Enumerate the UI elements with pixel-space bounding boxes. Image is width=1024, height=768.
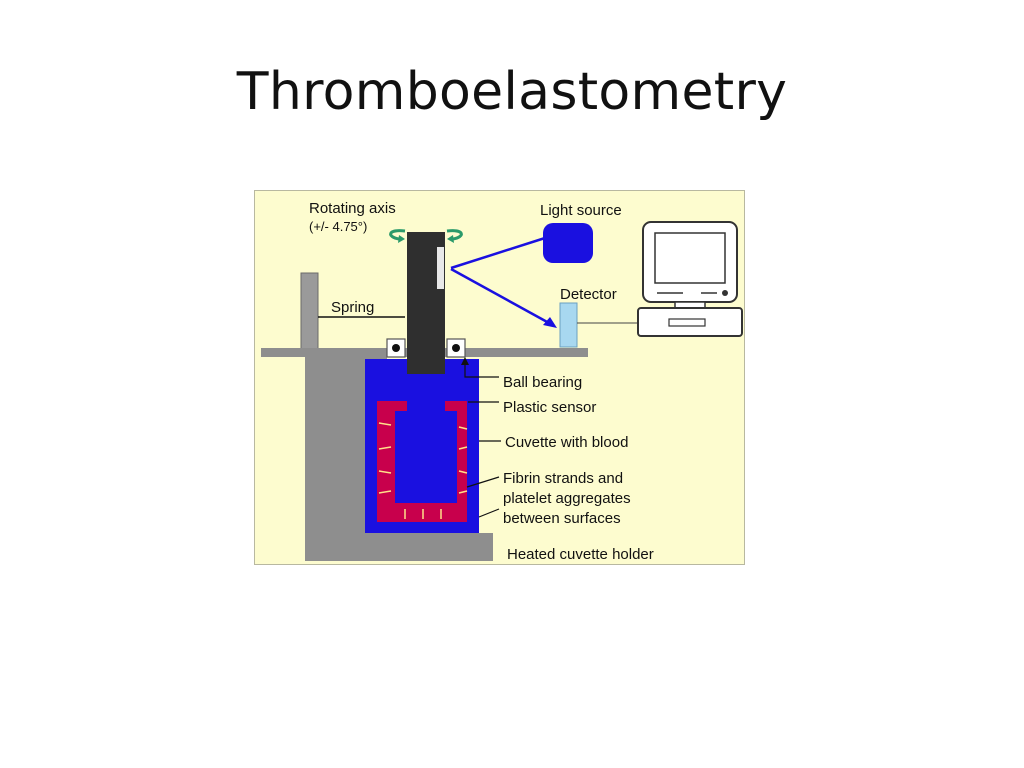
label-plastic-sensor: Plastic sensor [503,399,596,416]
detector [559,302,578,348]
label-spring: Spring [331,299,374,316]
ball-bearing-right [446,338,466,358]
thromboelastometry-diagram: Rotating axis (+/- 4.75°) Light source D… [254,190,745,565]
light-source [543,223,593,263]
rotation-arrow-left-head-icon [398,235,405,243]
ball-bearing-left [386,338,406,358]
computer-icon [637,221,743,337]
slide-title: Thromboelastometry [236,62,788,122]
rotation-arrows-icon [389,229,463,241]
label-detector: Detector [560,286,617,303]
label-rotating-axis-range: (+/- 4.75°) [309,219,367,234]
label-rotating-axis: Rotating axis [309,200,396,217]
label-cuvette-with-blood: Cuvette with blood [505,434,628,451]
label-fibrin-line1: Fibrin strands and [503,470,623,487]
fibrin-strands [378,422,468,519]
light-beam-arrowhead-icon [543,317,557,328]
label-ball-bearing: Ball bearing [503,374,582,391]
label-fibrin-line2: platelet aggregates [503,490,631,507]
rotating-axis [407,232,445,374]
light-beam-reflected [450,267,550,325]
label-light-source: Light source [540,202,622,219]
light-beam-incident [450,236,546,270]
label-heated-cuvette-holder: Heated cuvette holder [507,546,654,563]
label-leaders [464,363,501,518]
ball-bearing-pointer-icon [461,357,469,365]
label-fibrin-line3: between surfaces [503,510,621,527]
rotation-arrow-right-head-icon [447,235,454,243]
spring-post [300,272,319,352]
plastic-sensor [395,371,457,503]
